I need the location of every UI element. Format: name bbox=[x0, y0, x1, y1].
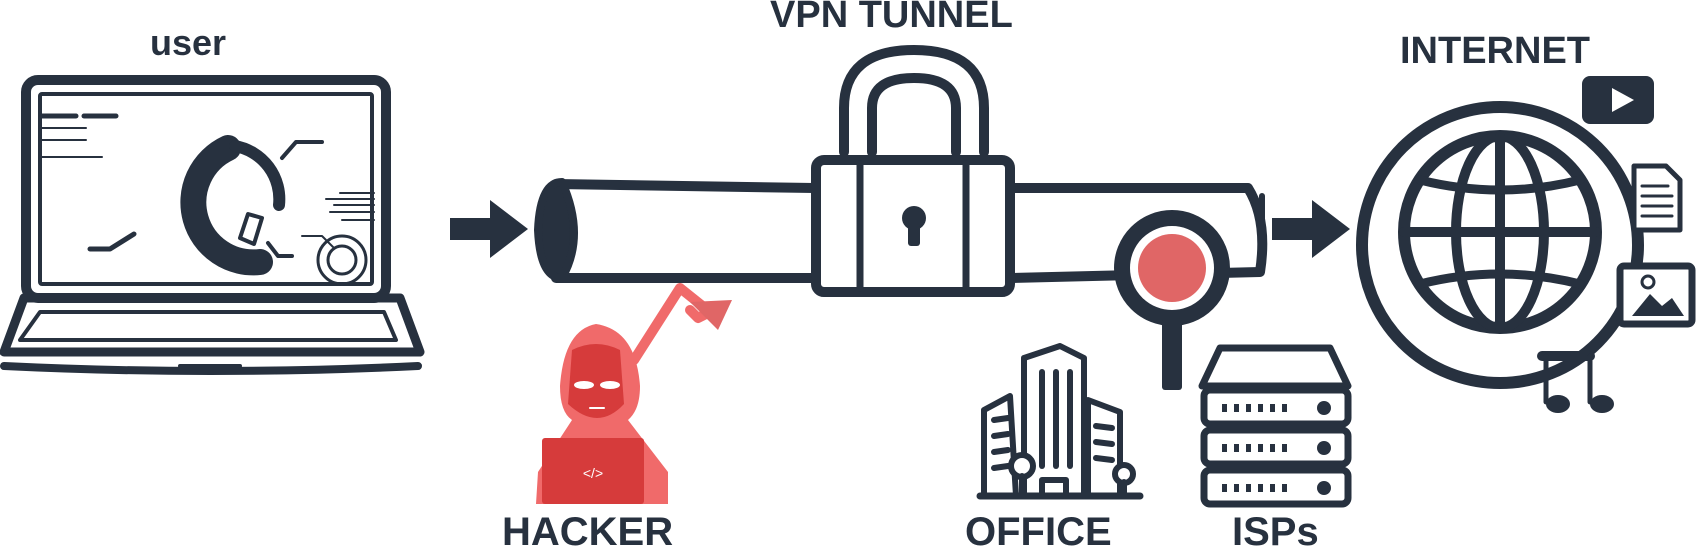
arrow-right-icon bbox=[1272, 200, 1350, 258]
video-play-icon bbox=[1582, 76, 1654, 124]
office-building-icon bbox=[976, 343, 1144, 500]
hacker-icon: </> bbox=[536, 283, 732, 504]
laptop-icon bbox=[0, 75, 425, 375]
isps-label: ISPs bbox=[1232, 510, 1319, 554]
music-note-icon bbox=[1537, 351, 1614, 413]
internet-label: INTERNET bbox=[1400, 30, 1590, 72]
hacker-screen-code: </> bbox=[583, 465, 603, 481]
padlock-icon bbox=[811, 45, 1015, 297]
server-rack-icon bbox=[1198, 344, 1352, 508]
arrow-right-icon bbox=[450, 200, 528, 258]
document-icon bbox=[1631, 163, 1683, 233]
image-icon bbox=[1616, 262, 1696, 328]
pipe-icon bbox=[534, 178, 1268, 283]
office-label: OFFICE bbox=[965, 510, 1112, 554]
user-label: user bbox=[150, 22, 227, 63]
magnifier-icon bbox=[1114, 210, 1230, 390]
vpn-tunnel-label: VPN TUNNEL bbox=[770, 0, 1013, 36]
hacker-label: HACKER bbox=[502, 510, 674, 554]
globe-icon bbox=[1356, 101, 1644, 389]
